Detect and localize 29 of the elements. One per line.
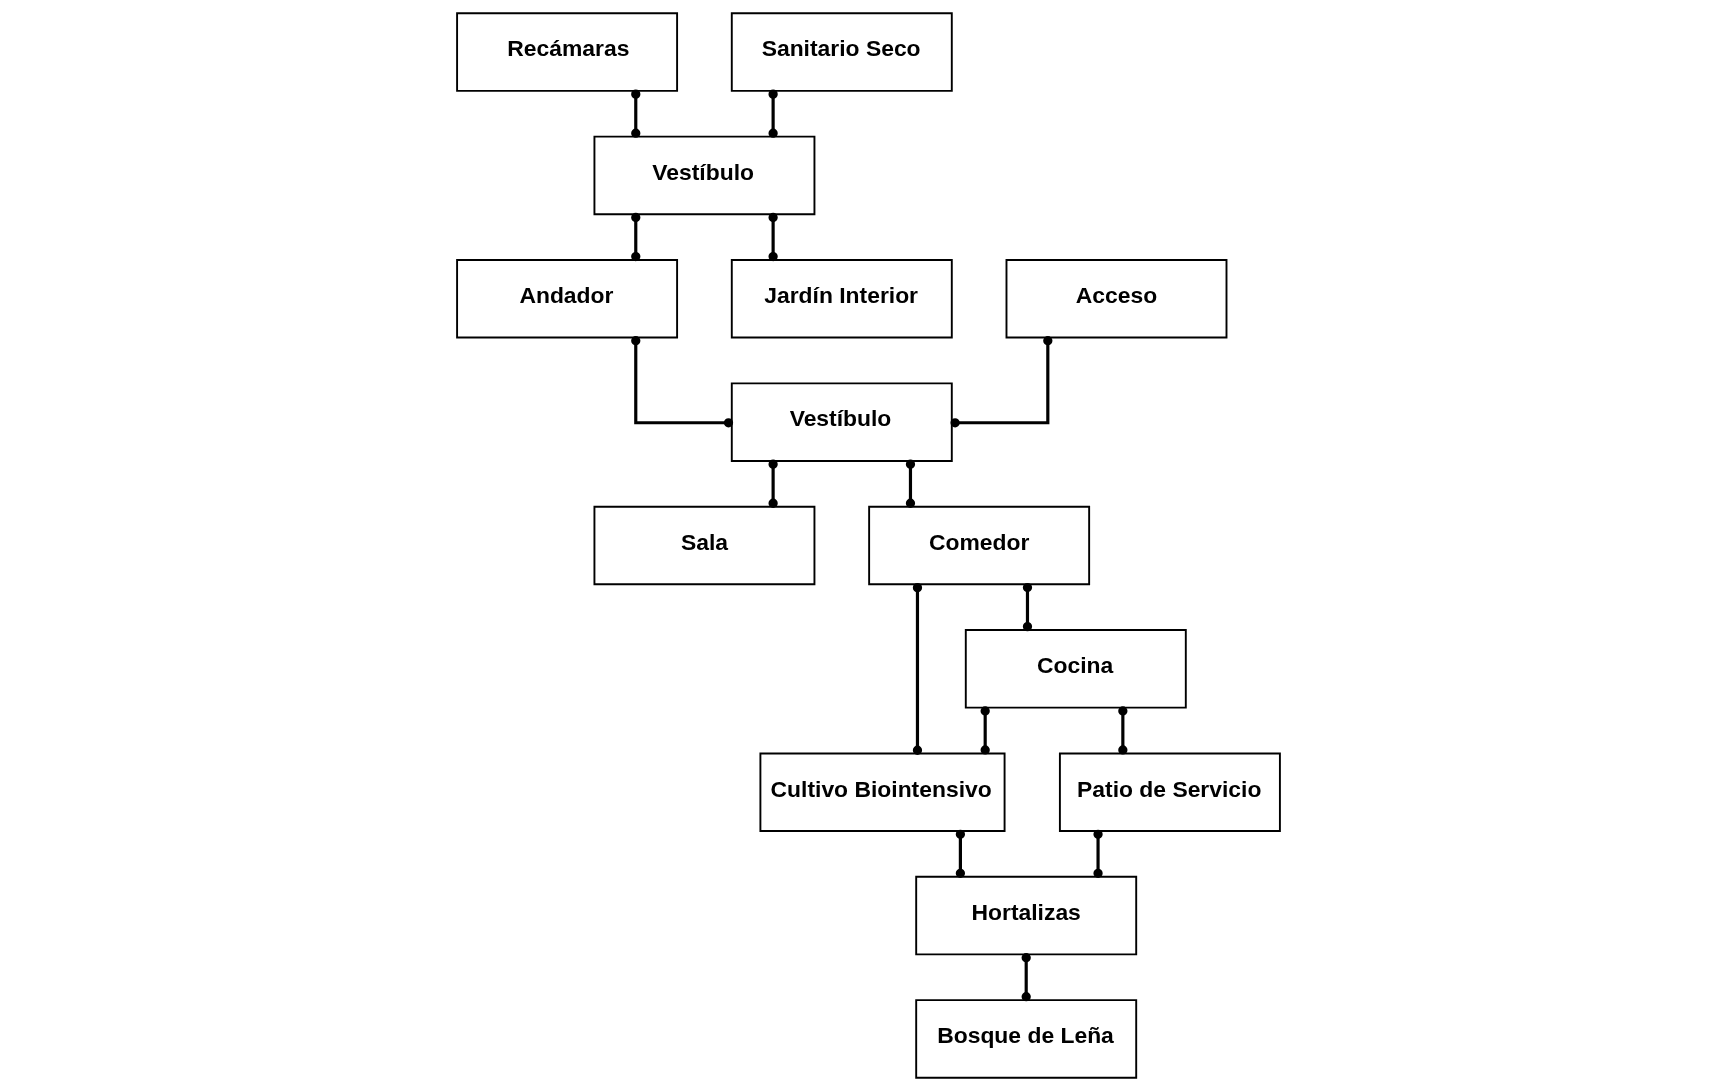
connector [980,706,990,755]
connector [955,829,965,878]
node-box: Comedor [867,505,1090,586]
connector [630,336,733,428]
node-box: Acceso [1005,259,1227,339]
node-box: Andador [455,259,678,339]
connector [1092,829,1103,878]
connector [768,212,778,262]
node-box: Sala [593,505,815,586]
connector [768,459,778,508]
connector [912,583,922,755]
connector [1022,582,1032,632]
node-box: Recámaras [455,12,678,92]
node-box: Patio de Servicio [1058,752,1281,832]
connector [630,89,640,138]
connector [630,212,640,262]
node-box: Sanitario Seco [730,12,953,92]
node-box: Vestíbulo [593,135,815,216]
connector [905,459,915,508]
connector [768,89,778,138]
node-box: Cocina [964,629,1187,709]
node-box: Cultivo Biointensivo [758,752,1006,832]
connector [1021,953,1031,1002]
node-box: Hortalizas [914,875,1137,956]
connector [949,336,1052,428]
node-box: Vestíbulo [730,382,953,462]
node-box: Bosque de Leña [914,999,1137,1079]
connector [1117,706,1127,755]
node-box: Jardín Interior [730,259,953,339]
